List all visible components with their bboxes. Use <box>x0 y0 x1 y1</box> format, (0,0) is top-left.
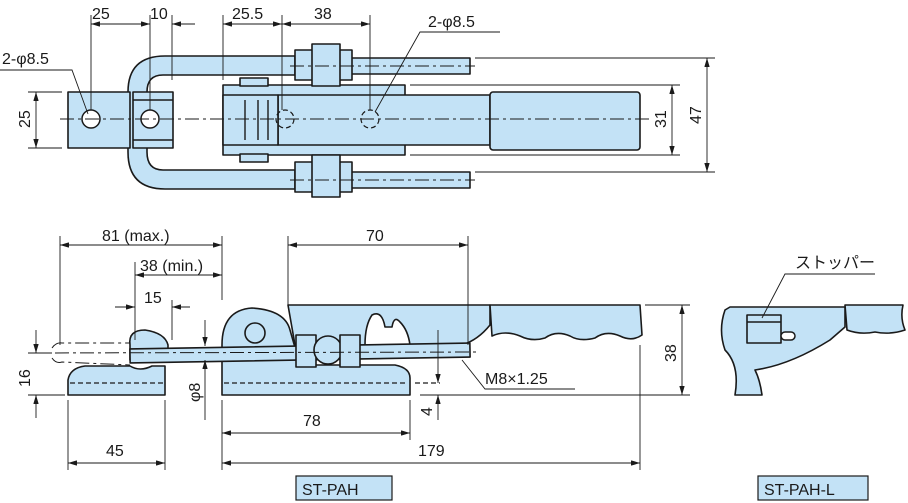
dim-179: 179 <box>418 443 445 460</box>
trunnion-top <box>311 43 341 87</box>
dim-38-side: 38 <box>663 344 680 362</box>
dim-38-top: 38 <box>314 6 332 23</box>
dim-25-top: 25 <box>92 6 110 23</box>
hinge <box>222 94 279 146</box>
handle-grip <box>489 91 641 151</box>
dim-10: 10 <box>150 6 168 23</box>
hole-callout-right: 2-φ8.5 <box>428 14 475 31</box>
detail-view: ストッパー ST-PAH-L <box>720 255 906 501</box>
side-view: 81 (max.) 38 (min.) 15 70 16 φ8 M8×1.25 … <box>17 228 690 501</box>
detail-body <box>720 306 846 396</box>
dim-15: 15 <box>144 290 162 307</box>
lever-bar <box>277 94 491 146</box>
keeper-base <box>67 365 166 396</box>
stopper <box>746 314 782 344</box>
pin-top <box>239 77 269 87</box>
pin-bottom <box>239 153 269 163</box>
dim-70: 70 <box>366 228 384 245</box>
thread-callout: M8×1.25 <box>485 371 548 388</box>
model-label-box <box>757 475 869 501</box>
dim-47: 47 <box>688 106 705 124</box>
dim-31: 31 <box>653 110 670 128</box>
model-label-st-pah-l: ST-PAH-L <box>764 482 835 499</box>
dim-38-min: 38 (min.) <box>140 258 203 275</box>
dim-81-max: 81 (max.) <box>102 228 170 245</box>
dim-78: 78 <box>303 413 321 430</box>
clamp-base <box>221 307 411 396</box>
detail-handle <box>844 304 906 334</box>
nut-left-side <box>295 334 317 368</box>
hole-callout-left: 2-φ8.5 <box>2 51 49 68</box>
handle-grip-side <box>489 304 643 341</box>
trunnion-bottom <box>311 154 341 198</box>
model-label-st-pah: ST-PAH <box>302 482 359 499</box>
dim-phi8: φ8 <box>187 383 204 402</box>
top-view: 25 10 25.5 38 2-φ8.5 2-φ8.5 25 31 47 <box>0 6 715 198</box>
dim-4: 4 <box>419 407 436 416</box>
swivel-nut <box>313 335 343 365</box>
dim-45: 45 <box>106 443 124 460</box>
model-label-box <box>295 475 393 501</box>
keeper-slot-block <box>132 91 174 149</box>
dim-16: 16 <box>17 369 34 387</box>
pivot <box>244 322 266 344</box>
dim-25-height: 25 <box>17 110 34 128</box>
dim-25-5: 25.5 <box>232 6 263 23</box>
nut-right-side <box>339 334 361 368</box>
stopper-label: ストッパー <box>795 255 875 272</box>
